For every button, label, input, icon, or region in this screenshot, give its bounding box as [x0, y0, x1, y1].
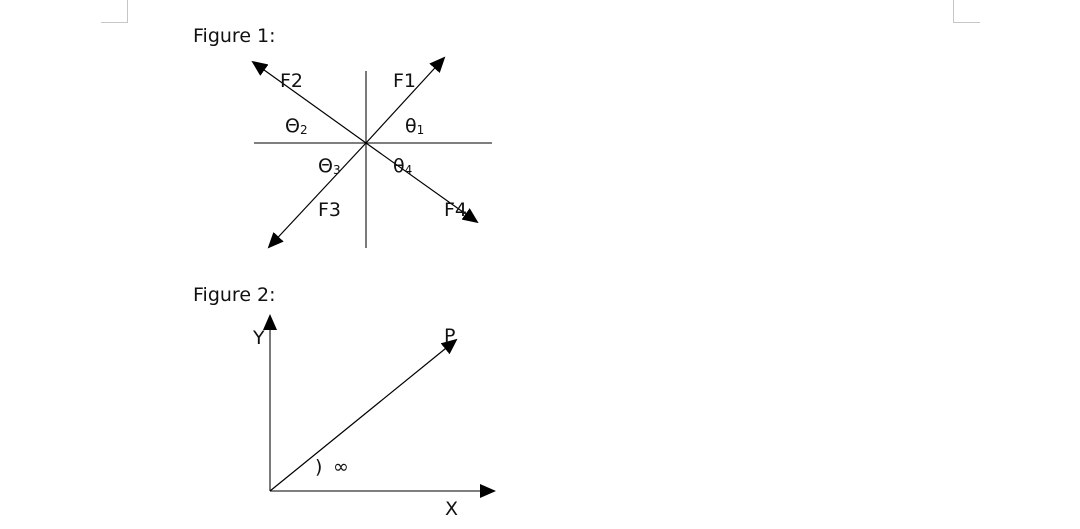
angle-label-theta-3: Θ3 [318, 155, 341, 177]
fig2-vector-label-p: P [444, 325, 455, 347]
fig2-angle-arc: ) [315, 456, 322, 478]
page-margin-marker-right [953, 0, 980, 23]
fig2-angle-label: ∞ [333, 456, 349, 478]
force-vector-f2 [251, 60, 367, 144]
angle-label-theta-1: θ1 [405, 115, 424, 137]
force-label-f3: F3 [318, 199, 341, 221]
angle-label-theta-2: Θ2 [285, 115, 308, 137]
page-margin-marker-left [101, 0, 128, 23]
figure-2-caption: Figure 2: [193, 284, 276, 306]
force-label-f1: F1 [393, 70, 416, 92]
force-label-f4: F4 [444, 199, 467, 221]
fig2-vector-p [269, 338, 458, 492]
fig2-y-axis-label: Y [252, 327, 265, 349]
angle-label-theta-4: θ4 [393, 155, 412, 177]
force-vector-f4 [365, 142, 479, 224]
figure-1-caption: Figure 1: [193, 25, 276, 47]
force-vector-f1 [365, 56, 446, 144]
fig2-x-axis-label: X [445, 498, 458, 520]
force-label-f2: F2 [280, 70, 303, 92]
force-vector-f3 [267, 142, 367, 249]
